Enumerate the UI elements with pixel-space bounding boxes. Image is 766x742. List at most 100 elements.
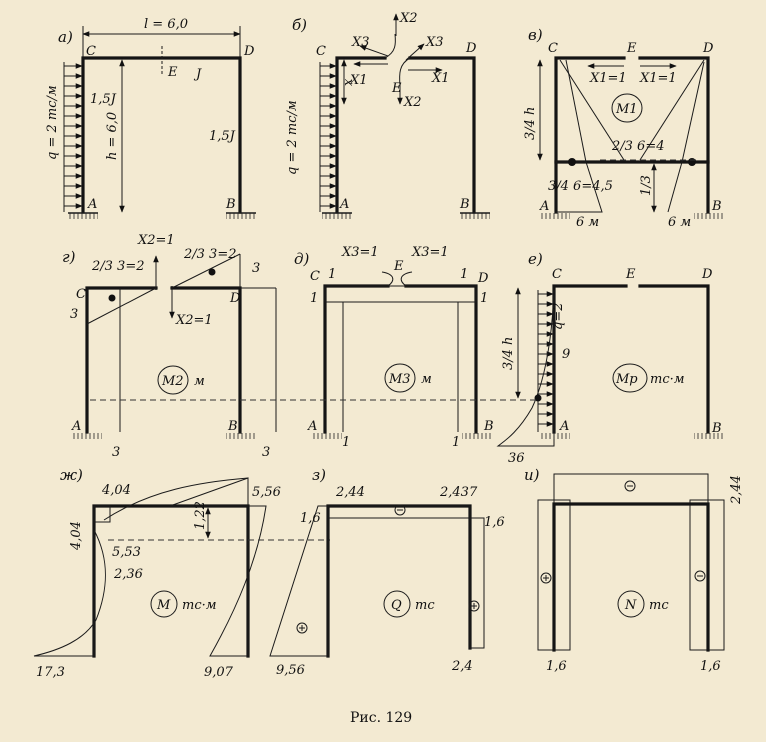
mp-diagram-label: Mp: [615, 372, 638, 387]
x3-unit-right: X3=1: [411, 245, 449, 260]
x1-left: X1: [349, 73, 368, 88]
mp-unit: тс·м: [650, 372, 685, 387]
n-diagram-label: N: [624, 598, 637, 613]
x-coord: x: [341, 78, 356, 86]
distributed-load: [63, 62, 83, 212]
panel-a-letter: а): [58, 28, 73, 46]
q-value-9-56: 9,56: [276, 663, 305, 678]
m-value-5-53: 5,53: [112, 545, 141, 560]
support-b: B: [711, 421, 722, 436]
ordinate-1-d: 1: [460, 267, 468, 282]
panel-d-letter: д): [294, 250, 310, 268]
panel-v-letter: в): [528, 26, 543, 44]
panel-v: в) C E D X1=1 X1=1 M1 3/4 h 2/3 6=4 3/4 …: [523, 26, 724, 230]
panel-e: е) C E D q=2 9 3/4 h Mp тс·м A B 36: [496, 250, 724, 466]
fixed-support-b: [460, 213, 490, 219]
joint-e: E: [393, 259, 404, 274]
x3-right: X3: [425, 35, 444, 50]
ordinate-1-c: 1: [328, 267, 336, 282]
joint-d: D: [229, 291, 241, 306]
panel-i: и) 2,44 N тс 1,6 1,6: [524, 466, 744, 674]
ordinate-3-bottom-right: 3: [262, 445, 270, 460]
joint-c: C: [552, 267, 562, 282]
support-b: B: [459, 197, 470, 212]
q-unit: тс: [415, 598, 435, 613]
joint-c: C: [86, 44, 96, 59]
panel-b-letter: б): [292, 16, 307, 34]
fixed-support-a: [322, 213, 352, 219]
x2-unit-up: X2=1: [137, 233, 175, 248]
joint-d: D: [701, 267, 713, 282]
q-value-2-44: 2,44: [335, 485, 365, 500]
ordinate-9: 9: [562, 347, 570, 362]
x1-unit-left: X1=1: [589, 71, 627, 86]
support-b: B: [483, 419, 494, 434]
joint-c: C: [316, 44, 326, 59]
dim-3-4-h: 3/4 h: [523, 107, 538, 140]
ordinate-1-bottom-left: 1: [342, 435, 350, 450]
m-value-4-04-top: 4,04: [101, 483, 131, 498]
fixed-support-a: [68, 213, 98, 219]
panel-zh: ж) 4,04 5,56 4,04 1,22 5,53 2,36 M тс·м …: [33, 466, 330, 680]
ordinate-4: 2/3 6=4: [611, 139, 665, 154]
x2-unit-down: X2=1: [175, 313, 213, 328]
height-label: h = 6,0: [105, 112, 120, 160]
joint-c: C: [548, 41, 558, 56]
support-a: A: [71, 419, 81, 434]
joint-d: D: [243, 44, 255, 59]
dim-1-3: 1/3: [639, 175, 654, 196]
value-6m-left: 6 м: [576, 215, 599, 230]
n-value-1-6-right: 1,6: [700, 659, 721, 674]
fixed-support-a: [72, 433, 102, 439]
m-diagram-label: M: [156, 598, 171, 613]
joint-d: D: [702, 41, 714, 56]
m-value-9-07: 9,07: [204, 665, 234, 680]
q-value-2-4: 2,4: [451, 659, 473, 674]
fixed-support-b: [694, 213, 724, 219]
panel-b: б) X2 X3 X3 X1 X1 X2 E C D x q = 2 тс/м …: [285, 11, 490, 219]
x2-bottom: X2: [403, 95, 422, 110]
m-value-1-22: 1,22: [193, 501, 208, 530]
m-value-5-56: 5,56: [252, 485, 281, 500]
value-6m-right: 6 м: [668, 215, 691, 230]
ordinate-36: 36: [508, 451, 525, 466]
joint-e: E: [167, 65, 178, 80]
fixed-support-b: [694, 433, 724, 439]
ordinate-2-right: 2/3 3=2: [183, 247, 237, 262]
n-unit: тс: [649, 598, 669, 613]
m-value-17-3: 17,3: [36, 665, 65, 680]
q-value-1-6-right: 1,6: [484, 515, 505, 530]
m-unit: тс·м: [182, 598, 217, 613]
joint-e: E: [625, 267, 636, 282]
joint-d: D: [477, 271, 489, 286]
support-b: B: [711, 199, 722, 214]
fixed-support-a: [312, 433, 342, 439]
support-a: A: [539, 199, 549, 214]
support-b: B: [225, 197, 236, 212]
m3-unit: м: [421, 372, 432, 387]
fixed-support-b: [226, 433, 256, 439]
panel-e-letter: е): [528, 250, 543, 268]
panel-zh-letter: ж): [60, 466, 83, 484]
support-b: B: [227, 419, 238, 434]
panel-z: з) 2,44 2,437 1,6 1,6 Q тс 9,56 2,4: [269, 466, 505, 678]
ordinate-3-right: 3: [252, 261, 260, 276]
q-value-2-437: 2,437: [439, 485, 478, 500]
fixed-support-b: [462, 433, 492, 439]
column-stiffness-right: 1,5J: [209, 129, 236, 144]
panel-d: д) X3=1 E X3=1 C 1 1 D 1 1 M3 м A B 1 1: [294, 245, 494, 450]
joint-c: C: [76, 287, 86, 302]
ordinate-3-bottom-left: 3: [112, 445, 120, 460]
panel-z-letter: з): [312, 466, 326, 484]
x3-unit-left: X3=1: [341, 245, 379, 260]
m1-diagram-label: M1: [615, 102, 638, 117]
fixed-support-a: [540, 433, 570, 439]
beam-stiffness: J: [193, 67, 202, 82]
column-stiffness-left: 1,5J: [90, 92, 117, 107]
panel-i-letter: и): [524, 466, 540, 484]
support-a: A: [559, 419, 569, 434]
x3-left: X3: [351, 35, 370, 50]
ordinate-4-5: 3/4 6=4,5: [548, 179, 613, 194]
fixed-support-b: [226, 213, 256, 219]
